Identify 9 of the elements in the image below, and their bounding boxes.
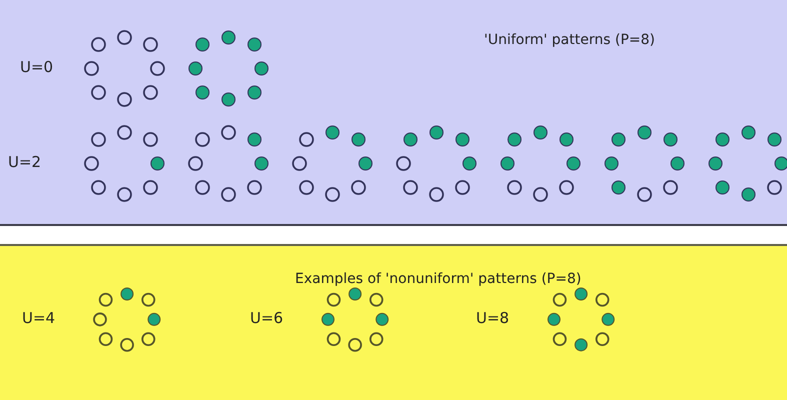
uniformity-label: U=0 bbox=[20, 58, 54, 76]
panel-background bbox=[0, 244, 787, 400]
panel-background bbox=[0, 0, 787, 226]
panel-heading: 'Uniform' patterns (P=8) bbox=[484, 32, 655, 48]
panel-heading: Examples of 'nonuniform' patterns (P=8) bbox=[295, 271, 582, 287]
uniformity-label: U=6 bbox=[250, 309, 284, 327]
uniformity-label: U=2 bbox=[8, 153, 42, 171]
uniformity-label: U=4 bbox=[22, 309, 56, 327]
uniformity-label: U=8 bbox=[476, 309, 510, 327]
